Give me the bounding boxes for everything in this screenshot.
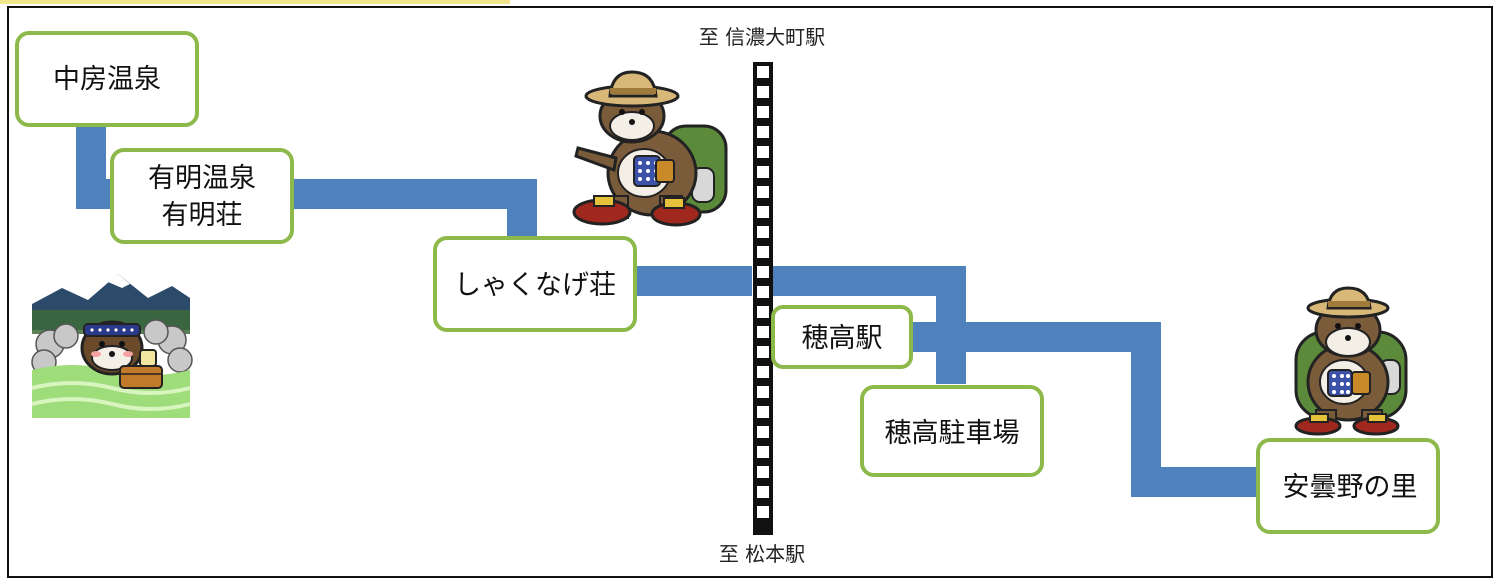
station-label: 穂高駐車場 — [885, 418, 1020, 449]
station-label: 安曇野の里 — [1283, 472, 1418, 503]
rail-tie — [757, 86, 769, 98]
station-label: しゃくなげ荘 — [454, 270, 616, 301]
station-azumino-sato: 安曇野の里 — [1256, 438, 1440, 534]
rail-tie — [757, 406, 769, 418]
route-hotaka-azumino — [910, 322, 1262, 497]
station-label-line1: 有明温泉 — [148, 163, 256, 194]
railway-line — [753, 62, 773, 535]
station-shakunage: しゃくなげ荘 — [433, 236, 637, 332]
rail-tie — [757, 346, 769, 358]
station-label: 穂高駅 — [802, 323, 883, 354]
route-nakabusa-ariake — [76, 122, 118, 209]
route-ariake-shakunage — [290, 179, 537, 240]
rail-tie — [757, 106, 769, 118]
station-ariake: 有明温泉 有明荘 — [110, 148, 294, 244]
rail-tie — [757, 146, 769, 158]
rail-tie — [757, 326, 769, 338]
station-label: 中房温泉 — [53, 64, 161, 95]
rail-tie — [757, 286, 769, 298]
rail-tie — [757, 466, 769, 478]
rail-tie — [757, 166, 769, 178]
rail-tie — [757, 66, 769, 78]
onsen-bathing-mascot — [31, 270, 193, 418]
station-nakabusa: 中房温泉 — [15, 31, 199, 127]
rail-tie — [757, 306, 769, 318]
rail-tie — [757, 386, 769, 398]
station-hotaka-parking: 穂高駐車場 — [860, 385, 1044, 477]
rail-south-label: 至 松本駅 — [719, 542, 805, 566]
rail-tie — [757, 446, 769, 458]
rail-tie — [757, 366, 769, 378]
rail-tie — [757, 486, 769, 498]
hiker-mascot-pointing — [572, 70, 728, 227]
rail-tie — [757, 426, 769, 438]
rail-tie — [757, 246, 769, 258]
rail-tie — [757, 266, 769, 278]
rail-north-label: 至 信濃大町駅 — [699, 25, 825, 49]
hiker-mascot-standing — [1294, 286, 1408, 436]
rail-tie — [757, 186, 769, 198]
route-lines — [76, 122, 1262, 497]
station-hotaka: 穂高駅 — [771, 305, 913, 369]
rail-tie — [757, 506, 769, 518]
top-accent-bar — [0, 0, 510, 4]
rail-tie — [757, 226, 769, 238]
rail-tie — [757, 206, 769, 218]
station-label-line2: 有明荘 — [162, 200, 243, 231]
rail-ties — [757, 66, 769, 518]
rail-tie — [757, 126, 769, 138]
